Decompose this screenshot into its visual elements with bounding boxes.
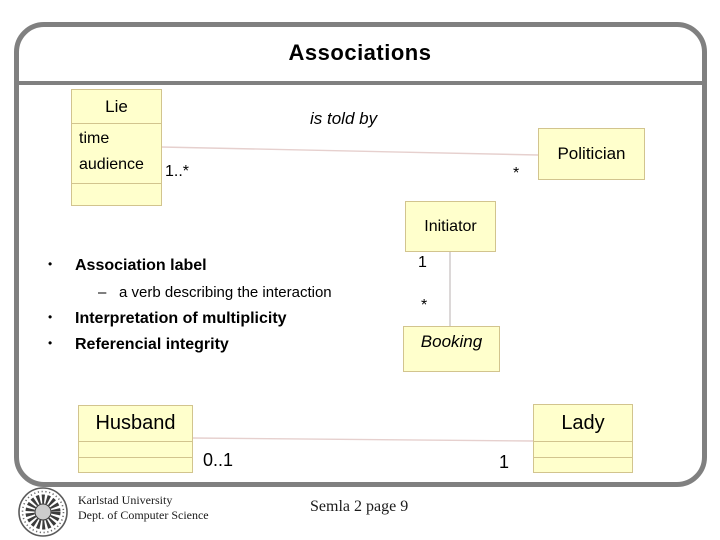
multiplicity-initiator: 1 (418, 254, 427, 271)
bullet-marker: • (48, 310, 53, 324)
slide-title: Associations (288, 40, 432, 65)
class-box-lie: Lie time audience (71, 89, 162, 206)
class-attributes-lie: time audience (72, 123, 161, 183)
class-name-booking: Booking (420, 332, 483, 351)
class-operations-lady-empty (534, 457, 632, 472)
class-attributes-husband-empty (79, 441, 192, 457)
footer-institution-name: Karlstad University (78, 493, 173, 507)
attribute-audience: audience (79, 156, 144, 173)
karlstad-university-seal-icon (18, 487, 68, 537)
class-operations-husband-empty (79, 457, 192, 472)
bullet-text: Interpretation of multiplicity (75, 310, 287, 327)
class-operations-lie-empty (72, 183, 161, 204)
bullet-marker: • (48, 257, 53, 271)
sub-bullet-dash: – (98, 284, 107, 301)
association-label-is-told-by: is told by (310, 109, 378, 128)
attribute-time: time (79, 130, 110, 147)
class-name-lady: Lady (561, 411, 605, 434)
class-name-initiator: Initiator (424, 217, 477, 235)
footer-department: Dept. of Computer Science (78, 508, 209, 522)
class-name-politician: Politician (557, 144, 626, 163)
multiplicity-lady: 1 (499, 452, 510, 472)
multiplicity-politician: * (513, 165, 520, 182)
class-name-lie: Lie (105, 96, 128, 116)
bullet-item-association-label: • Association label (48, 257, 207, 275)
bullet-marker: • (48, 336, 53, 350)
bullet-text: Referencial integrity (75, 336, 229, 353)
multiplicity-lie: 1..* (165, 163, 190, 180)
bullet-subitem-verb: –a verb describing the interaction (98, 284, 332, 301)
bullet-item-referencial: • Referencial integrity (48, 336, 229, 354)
bullet-text: Association label (75, 257, 207, 274)
multiplicity-booking: * (421, 297, 428, 314)
class-box-booking: Booking (403, 326, 500, 372)
class-name-husband: Husband (95, 412, 176, 434)
class-box-politician: Politician (538, 128, 645, 180)
class-box-lady: Lady (533, 404, 633, 473)
title-divider (16, 81, 704, 85)
footer-page-label: Semla 2 page 9 (310, 498, 409, 515)
class-box-initiator: Initiator (405, 201, 496, 252)
class-box-husband: Husband (78, 405, 193, 473)
sub-bullet-text: a verb describing the interaction (119, 284, 332, 301)
bullet-item-interpretation: • Interpretation of multiplicity (48, 310, 287, 328)
class-attributes-lady-empty (534, 441, 632, 457)
multiplicity-husband: 0..1 (203, 450, 234, 470)
